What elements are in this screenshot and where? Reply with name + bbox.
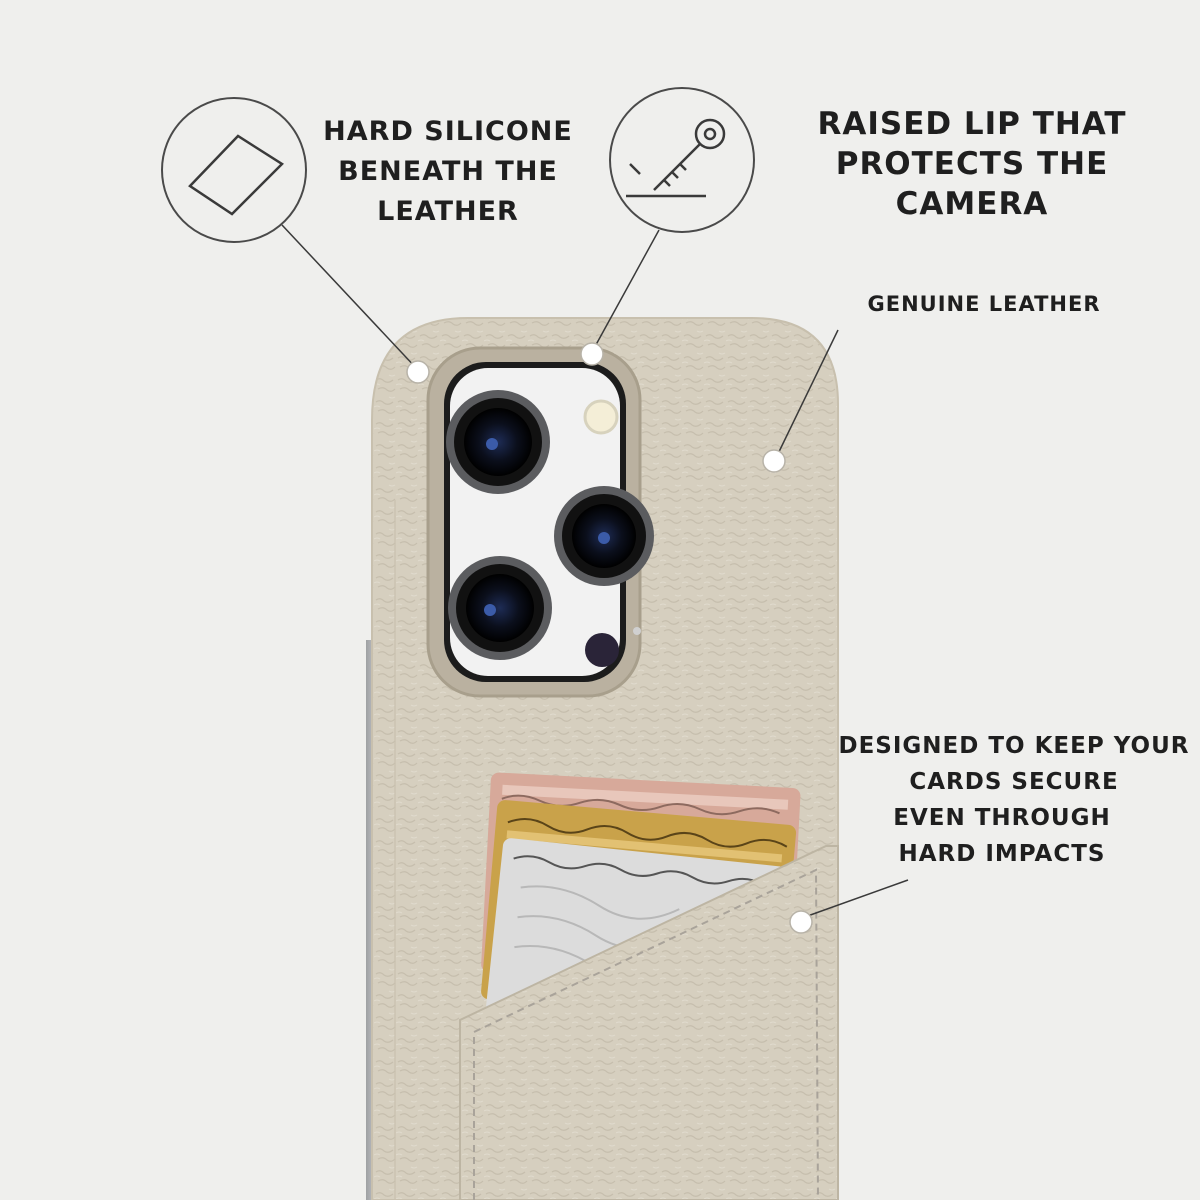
flash bbox=[583, 399, 619, 435]
callout-dot bbox=[406, 342, 813, 934]
callout-circle-key bbox=[609, 87, 755, 233]
camera-module bbox=[426, 346, 654, 698]
camera-lens bbox=[448, 556, 552, 660]
callout-cards-secure: DESIGNED TO KEEP YOUR CARDS SECURE bbox=[838, 733, 1190, 795]
pocket-flap bbox=[459, 845, 839, 1200]
callout-hard-silicone: HARD SILICONE BENEATH THE LEATHER bbox=[323, 116, 573, 227]
key-icon bbox=[626, 118, 726, 198]
callout-hard-impacts: EVEN THROUGH HARD IMPACTS bbox=[893, 805, 1111, 867]
layer-rectangle-icon bbox=[188, 134, 284, 216]
camera-lens bbox=[554, 486, 654, 586]
callout-leader bbox=[281, 224, 909, 919]
callout-raised-lip: RAISED LIP THAT PROTECTS THE CAMERA bbox=[817, 106, 1127, 222]
camera-lens bbox=[446, 390, 550, 494]
lidar-sensor bbox=[585, 633, 619, 667]
callout-genuine-leather: GENUINE LEATHER bbox=[867, 292, 1101, 316]
callout-circle-silicone bbox=[161, 97, 307, 243]
